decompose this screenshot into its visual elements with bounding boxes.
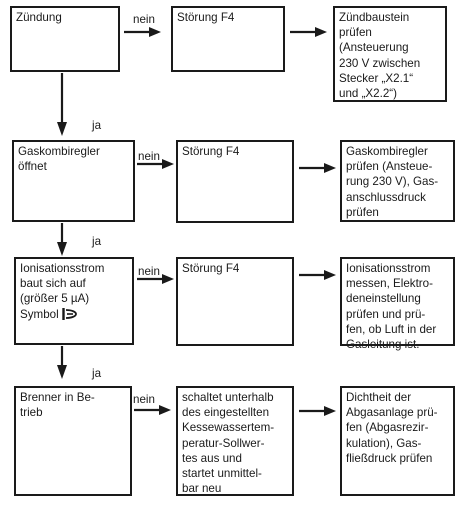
fault-box: Störung F4 <box>171 6 285 72</box>
yes-arrow-icon <box>57 346 67 379</box>
fault-text: Störung F4 <box>177 11 235 24</box>
action-box: Ionisationsstrom messen, Elektro- denein… <box>340 257 455 351</box>
no-arrow-icon <box>137 274 174 284</box>
no-label: nein <box>133 13 155 26</box>
action-box: Gaskombiregler prüfen (Ansteue- rung 230… <box>340 140 455 222</box>
no-arrow-icon <box>124 27 161 37</box>
action-box: Dichtheit der Abgasanlage prü- fen (Abga… <box>340 386 455 496</box>
action-text: Ionisationsstrom messen, Elektro- denein… <box>346 262 437 352</box>
action-box: Zündbaustein prüfen (Ansteuerung 230 V z… <box>333 6 447 102</box>
yes-arrow-icon <box>57 223 67 256</box>
step-text: Ionisationsstrom baut sich auf (größer 5… <box>20 262 105 321</box>
step-box-ionisation: Ionisationsstrom baut sich auf (größer 5… <box>14 257 134 345</box>
arrow-icon <box>299 406 336 416</box>
action-text: Zündbaustein prüfen (Ansteuerung 230 V z… <box>339 11 421 101</box>
step-text: Zündung <box>16 11 62 24</box>
no-arrow-icon <box>134 405 171 415</box>
action-text: Dichtheit der Abgasanlage prü- fen (Abga… <box>346 391 438 465</box>
step-text: Gaskombiregler öffnet <box>18 145 100 174</box>
yes-label: ja <box>92 235 102 248</box>
yes-label: ja <box>92 367 102 380</box>
no-label: nein <box>138 265 160 278</box>
step-box-ignition: Zündung <box>10 6 120 72</box>
arrow-icon <box>290 27 327 37</box>
no-label: nein <box>133 393 155 406</box>
fault-box: schaltet unterhalb des eingestellten Kes… <box>176 386 294 496</box>
fault-box: Störung F4 <box>176 140 294 223</box>
fault-text: Störung F4 <box>182 262 240 275</box>
action-text: Gaskombiregler prüfen (Ansteue- rung 230… <box>346 145 439 219</box>
arrow-icon <box>299 163 336 173</box>
no-arrow-icon <box>137 159 174 169</box>
yes-arrow-icon <box>57 73 67 136</box>
step-text: Brenner in Be- trieb <box>20 391 95 420</box>
yes-label: ja <box>92 119 102 132</box>
step-box-gas-valve: Gaskombiregler öffnet <box>12 140 135 222</box>
step-box-burner: Brenner in Be- trieb <box>14 386 132 496</box>
fault-text: schaltet unterhalb des eingestellten Kes… <box>182 391 275 496</box>
fault-box: Störung F4 <box>176 257 294 346</box>
no-label: nein <box>138 150 160 163</box>
arrow-icon <box>299 270 336 280</box>
flame-symbol-icon <box>61 307 77 320</box>
fault-text: Störung F4 <box>182 145 240 158</box>
